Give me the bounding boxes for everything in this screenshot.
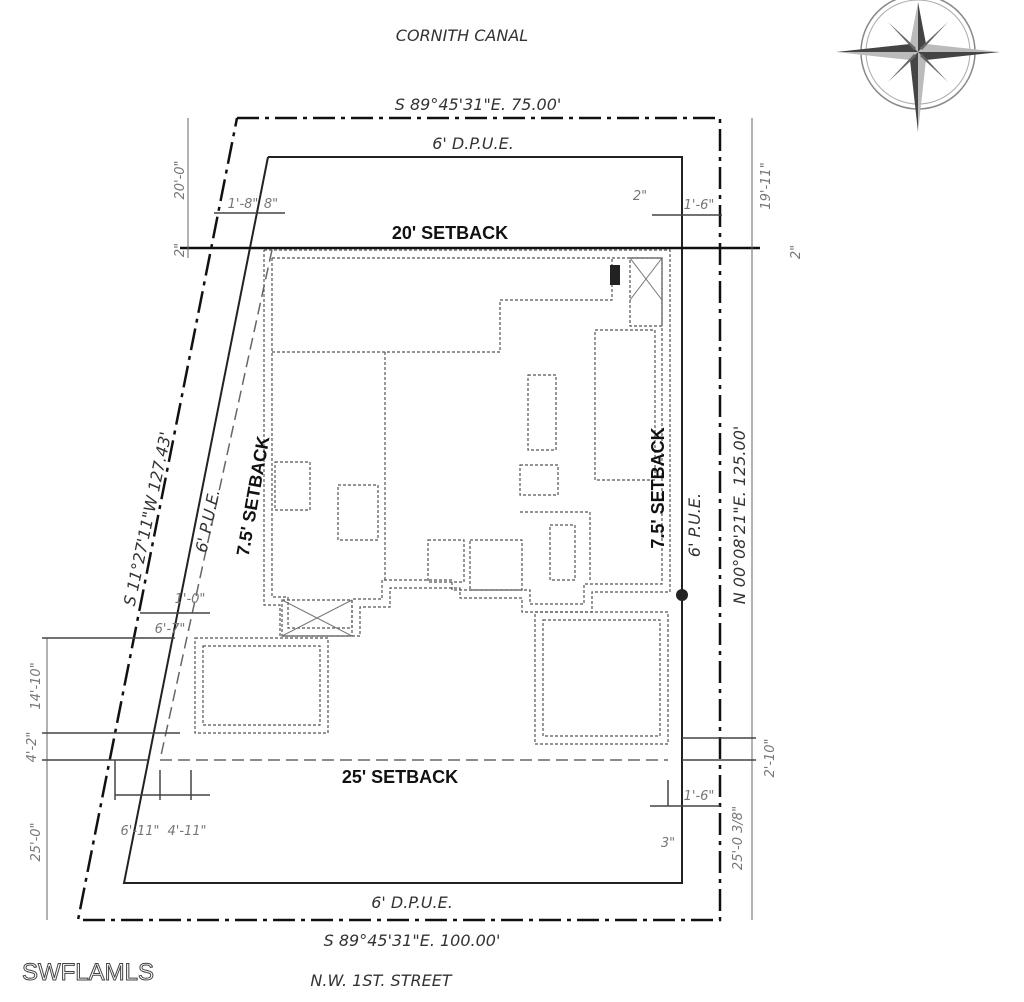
top-street-label: CORNITH CANAL bbox=[396, 26, 528, 45]
house-footprint bbox=[194, 249, 671, 745]
top-easement: 6' D.P.U.E. bbox=[432, 134, 514, 153]
utility-marker bbox=[676, 589, 688, 601]
house-details bbox=[281, 257, 663, 637]
right-easement: 6' P.U.E. bbox=[685, 493, 704, 557]
watermark: SWFLAMLS bbox=[22, 959, 154, 986]
dim-2-top: 2" bbox=[633, 189, 647, 204]
dim-2-10: 2'-10" bbox=[763, 738, 778, 777]
compass-rose-icon bbox=[836, 0, 1000, 132]
bottom-bearing: S 89°45'31"E. 100.00' bbox=[324, 931, 501, 950]
left-bearing: S 11°27'11"W 127.43' bbox=[120, 430, 175, 607]
dim-20-0: 20'-0" bbox=[173, 160, 188, 199]
dim-8: 8" bbox=[264, 197, 278, 212]
dim-1-6-bottom: 1'-6" bbox=[684, 789, 715, 804]
dim-6-11: 6'-11" bbox=[120, 824, 159, 839]
dim-14-10: 14'-10" bbox=[29, 662, 44, 709]
dim-3: 3" bbox=[661, 836, 675, 851]
easement-line bbox=[122, 156, 683, 884]
dim-1-0: 1'-0" bbox=[175, 592, 206, 607]
dim-2-left: 2" bbox=[173, 243, 188, 257]
dim-19-11: 19'-11" bbox=[759, 162, 774, 209]
left-setback-label: 7.5' SETBACK bbox=[233, 434, 274, 557]
right-setback-label: 7.5' SETBACK bbox=[648, 427, 668, 548]
front-setback-label: 20' SETBACK bbox=[392, 223, 508, 243]
dim-4-11: 4'-11" bbox=[167, 824, 206, 839]
dim-1-6-top: 1'-6" bbox=[684, 198, 715, 213]
top-bearing: S 89°45'31"E. 75.00' bbox=[395, 95, 562, 114]
bottom-street-label: N.W. 1ST. STREET bbox=[310, 971, 452, 990]
bottom-easement: 6' D.P.U.E. bbox=[371, 893, 453, 912]
dim-2-right: 2" bbox=[789, 245, 804, 259]
dimension-ticks bbox=[42, 212, 756, 807]
dim-6-7: 6'-7" bbox=[155, 622, 186, 637]
right-bearing: N 00°08'21"E. 125.00' bbox=[730, 426, 749, 605]
dim-25-0: 25'-0" bbox=[29, 822, 44, 861]
rear-setback-label: 25' SETBACK bbox=[342, 767, 458, 787]
property-line bbox=[76, 116, 722, 922]
fixture bbox=[610, 265, 620, 285]
left-setback-line bbox=[159, 249, 273, 761]
dim-25-0-3-8: 25'-0 3/8" bbox=[731, 806, 746, 870]
dim-1-8: 1'-8" bbox=[228, 197, 259, 212]
dim-4-2: 4'-2" bbox=[25, 732, 40, 763]
